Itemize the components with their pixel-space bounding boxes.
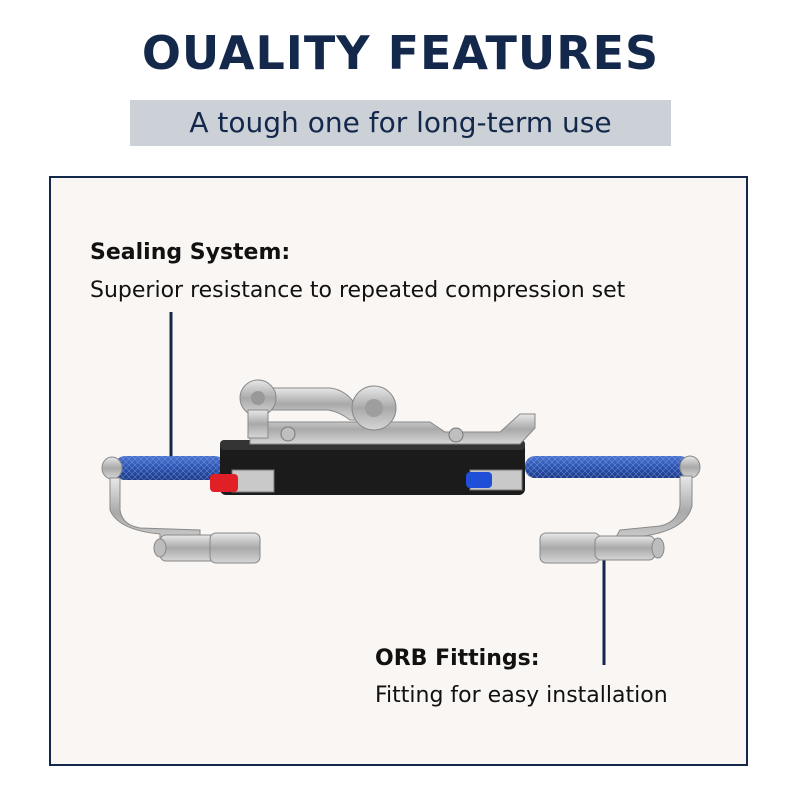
right-end-cap	[679, 455, 701, 479]
blue-bleed-valve	[466, 472, 492, 488]
orb-fittings-heading: ORB Fittings:	[375, 646, 540, 671]
orb-fittings-description: Fitting for easy installation	[375, 683, 668, 708]
left-hose	[115, 456, 225, 480]
top-mounting-rail	[249, 413, 536, 445]
sealing-system-heading: Sealing System:	[90, 240, 291, 265]
subtitle-banner: A tough one for long-term use	[130, 100, 671, 146]
red-bleed-valve	[210, 474, 238, 492]
sealing-system-description: Superior resistance to repeated compress…	[90, 278, 626, 303]
right-hose	[525, 456, 690, 478]
tiller-arm	[239, 379, 397, 439]
left-orb-fitting	[153, 532, 261, 564]
sealing-callout-line	[164, 312, 178, 475]
page-title: OUALITY FEATURES	[141, 26, 660, 80]
left-end-cap	[101, 456, 123, 480]
right-orb-fitting	[539, 532, 665, 564]
